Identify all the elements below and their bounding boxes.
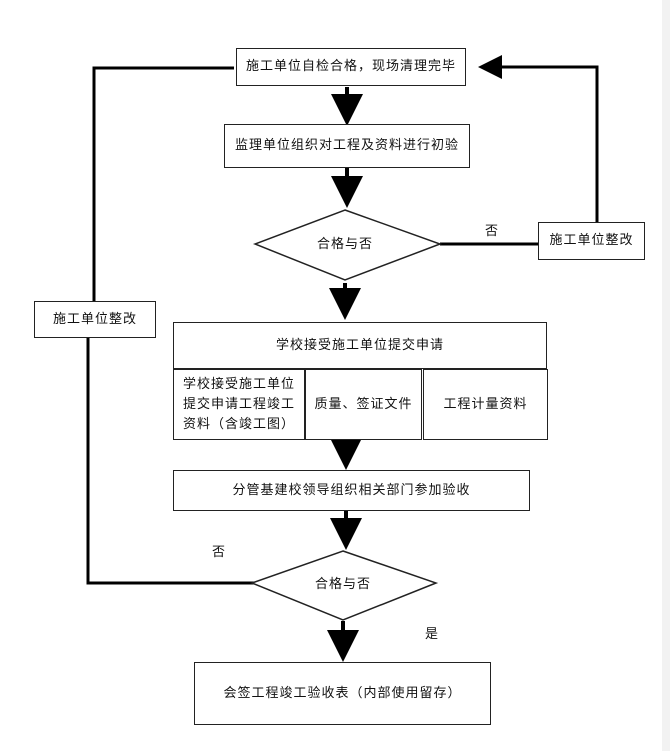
decision1-label: 合格与否 [316, 237, 373, 252]
line-rectify-left-loop [92, 66, 234, 301]
node-leaders-accept: 分管基建校领导组织相关部门参加验收 [173, 470, 530, 511]
edge-label-no-1: 否 [485, 224, 500, 239]
node-quantity-docs: 工程计量资料 [423, 369, 548, 440]
decision2-label: 合格与否 [314, 577, 371, 592]
decision1-diamond [252, 209, 443, 281]
node-submit-docs: 学校接受施工单位提交申请工程竣工资料（含竣工图） [173, 369, 305, 440]
line-decision2-to-rectify-left [86, 338, 255, 585]
edge-label-no-2: 否 [212, 545, 227, 560]
line-rectify-right-loop [478, 55, 599, 222]
node-rectify-left: 施工单位整改 [34, 301, 156, 338]
node-initial-check: 监理单位组织对工程及资料进行初验 [224, 124, 470, 168]
node-quality-docs: 质量、签证文件 [305, 369, 422, 440]
edge-label-yes: 是 [425, 627, 440, 642]
node-final-form: 会签工程竣工验收表（内部使用留存） [194, 662, 491, 725]
page-edge [662, 0, 670, 751]
node-rectify-right: 施工单位整改 [538, 222, 645, 260]
decision2-diamond [249, 550, 439, 621]
node-school-accept: 学校接受施工单位提交申请 [173, 322, 547, 369]
node-self-check: 施工单位自检合格，现场清理完毕 [236, 48, 466, 86]
